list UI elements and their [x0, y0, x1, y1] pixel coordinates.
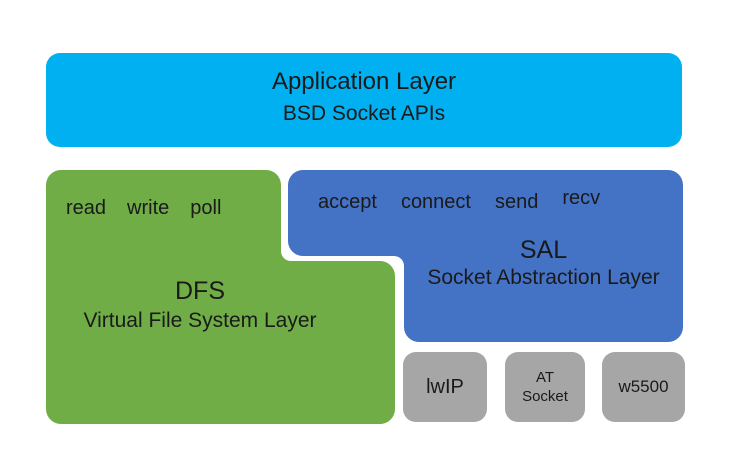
- dfs-syscall-read: read: [66, 197, 107, 219]
- dfs-name: Virtual File System Layer: [83, 309, 317, 332]
- application-layer-label-group: Application Layer BSD Socket APIs: [46, 66, 682, 130]
- sal-abbr: SAL: [519, 236, 568, 264]
- application-layer-title: Application Layer: [271, 68, 457, 95]
- impl-box-w5500: w5500: [602, 352, 685, 422]
- impl-label-at-line2: Socket: [522, 388, 568, 405]
- sal-label-group: SAL Socket Abstraction Layer: [404, 236, 683, 292]
- impl-label-lwip: lwIP: [426, 375, 464, 398]
- dfs-syscall-row: read write poll: [66, 196, 221, 220]
- dfs-syscall-write: write: [127, 197, 170, 219]
- sal-syscall-accept: accept: [318, 191, 377, 213]
- dfs-label-group: DFS Virtual File System Layer: [46, 276, 354, 336]
- impl-label-w5500: w5500: [618, 377, 669, 396]
- sal-syscall-send: send: [495, 191, 539, 213]
- application-layer-shape: [46, 53, 682, 147]
- sal-syscall-row: accept connect send recv: [318, 187, 600, 214]
- application-layer-subtitle: BSD Socket APIs: [282, 102, 446, 125]
- impl-box-lwip: lwIP: [403, 352, 487, 422]
- dfs-syscall-poll: poll: [190, 197, 222, 219]
- sal-layer-shape: [288, 170, 683, 342]
- dfs-layer-shape: [46, 170, 395, 424]
- sal-syscall-connect: connect: [400, 191, 471, 213]
- impl-box-at-socket: AT Socket: [505, 352, 585, 422]
- dfs-abbr: DFS: [175, 277, 225, 305]
- sal-syscall-recv: recv: [562, 187, 601, 209]
- sal-name: Socket Abstraction Layer: [427, 266, 660, 289]
- impl-label-at-line1: AT: [535, 369, 555, 386]
